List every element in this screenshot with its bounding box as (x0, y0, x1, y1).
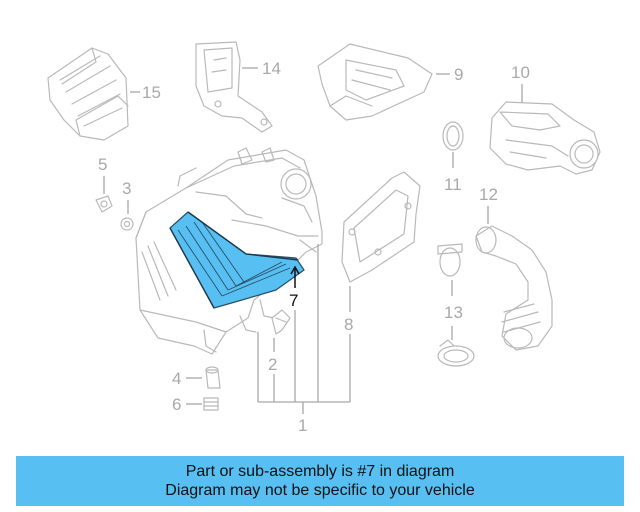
label-13: 13 (444, 303, 463, 322)
label-4: 4 (172, 369, 181, 388)
label-6: 6 (172, 395, 181, 414)
part-10-maf-sensor (489, 101, 601, 175)
part-4-bushing (205, 366, 221, 389)
label-1: 1 (298, 416, 307, 435)
label-11: 11 (444, 175, 462, 194)
part-5-bolt (95, 195, 113, 213)
part-1-leaders (257, 244, 351, 414)
parts-diagram: 15 14 9 10 11 5 3 (47, 41, 601, 435)
label-3: 3 (122, 179, 131, 198)
part-14-bracket (195, 41, 273, 133)
label-12: 12 (479, 185, 498, 204)
part-13-clamp-lower (437, 339, 475, 367)
banner-line-2: Diagram may not be specific to your vehi… (165, 482, 475, 499)
label-7: 7 (289, 291, 298, 310)
part-9-cover (317, 43, 433, 121)
part-7-air-filter (169, 211, 305, 309)
part-13-clamp-upper (437, 243, 463, 277)
label-9: 9 (454, 65, 463, 84)
label-8: 8 (344, 315, 353, 334)
part-11-o-ring (442, 121, 464, 151)
part-6-grommet (203, 397, 219, 411)
info-banner: Part or sub-assembly is #7 in diagram Di… (16, 456, 624, 506)
part-2-fitting (271, 309, 291, 335)
label-2: 2 (268, 355, 277, 374)
part-12-hose (475, 225, 553, 351)
banner-line-1: Part or sub-assembly is #7 in diagram (185, 463, 455, 480)
part-15-intake-duct (47, 47, 129, 141)
part-8-shield (341, 171, 421, 283)
part-3-grommet (120, 217, 134, 231)
label-5: 5 (98, 155, 107, 174)
label-10: 10 (511, 63, 530, 82)
label-15: 15 (142, 83, 161, 102)
label-14: 14 (262, 59, 281, 78)
